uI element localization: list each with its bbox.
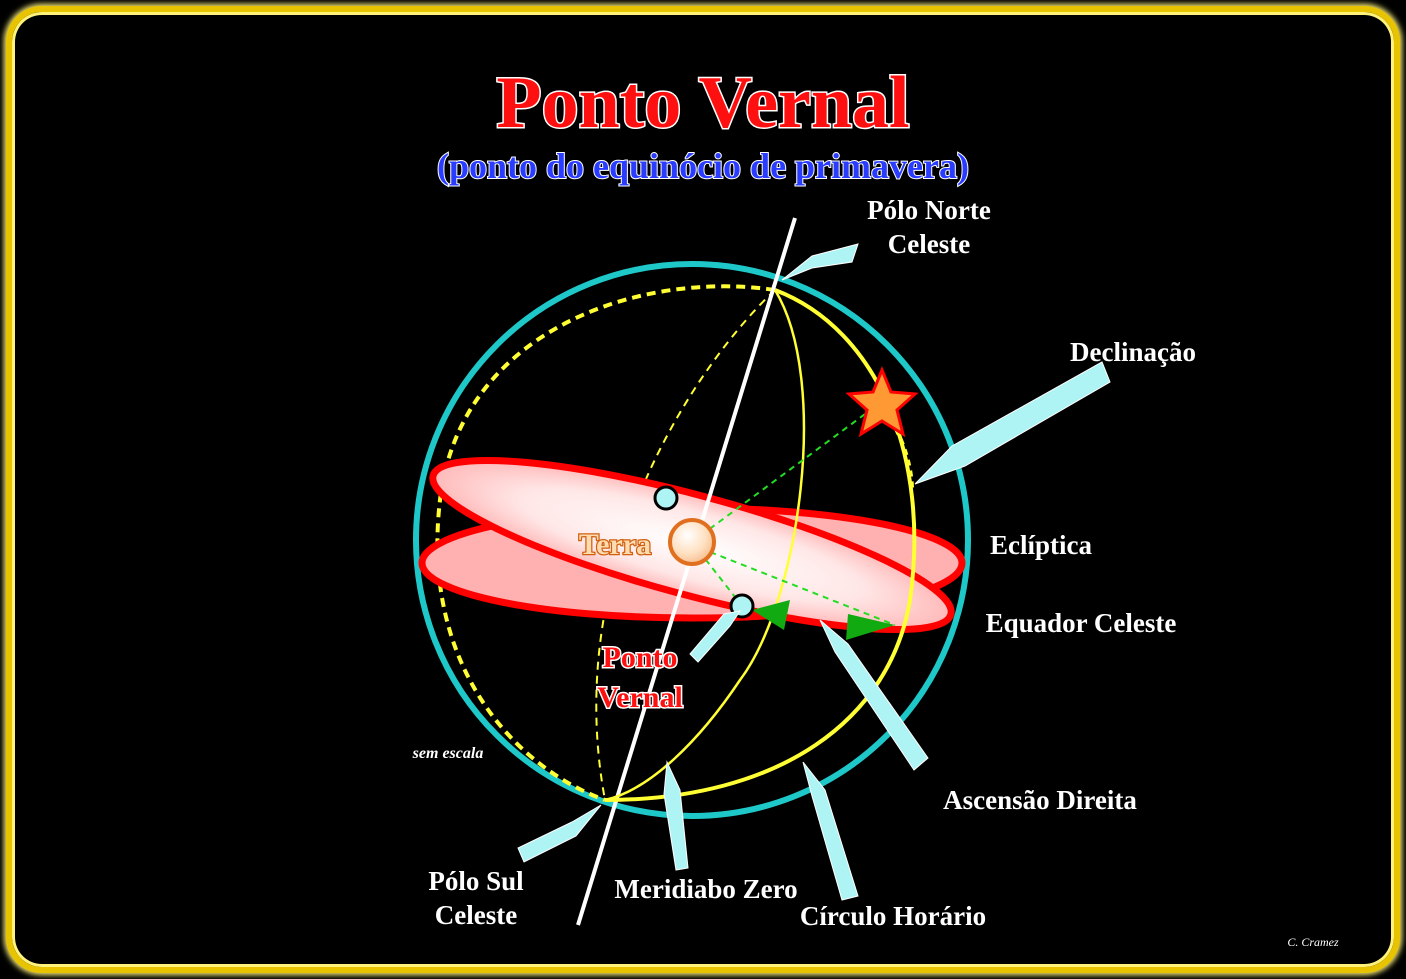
label-polo-norte-1: Pólo Norte [867,195,991,225]
declination-arc [883,408,914,491]
frame-border [6,6,1400,973]
earth-icon [668,518,716,566]
page-subtitle: (ponto do equinócio de primavera) [437,146,969,186]
label-declinacao: Declinação [1070,337,1196,367]
intersection-point-upper [653,485,679,511]
label-meridiano: Meridiabo Zero [614,874,797,904]
label-polo-norte-2: Celeste [888,229,970,259]
hour-circle-back [435,284,776,802]
arrow-meridiano [663,760,689,871]
arrow-polo-sul [517,804,602,863]
star-icon [845,366,919,438]
star-line [691,399,885,543]
arrowhead-green-2 [846,614,895,640]
page-title: Ponto Vernal [496,62,909,144]
label-circulo-horario: Círculo Horário [800,901,986,931]
label-sem-escala: sem escala [412,745,484,762]
zero-meridian [604,289,806,802]
label-terra: Terra [579,528,651,561]
rotation-axis [576,217,797,926]
arrow-declinacao [914,361,1111,485]
arrow-ponto-vernal [689,610,742,663]
label-ascensao: Ascensão Direita [943,785,1137,815]
right-ascension-line [699,547,896,626]
label-polo-sul-1: Pólo Sul [428,866,524,896]
arrowhead-green-1 [752,600,790,630]
arrow-ascensao [819,619,929,771]
label-ecliptica: Eclíptica [990,530,1092,560]
arrow-polo-norte [781,243,859,281]
label-equador: Equador Celeste [986,608,1177,638]
pointer-arrows [517,243,1111,901]
label-vernal: Vernal [597,681,683,714]
celestial-sphere [413,261,971,819]
label-ponto: Ponto [603,641,678,674]
label-author: C. Cramez [1287,935,1339,949]
arrow-circulo [802,761,859,901]
hour-circle [604,288,917,802]
label-polo-sul-2: Celeste [435,900,517,930]
